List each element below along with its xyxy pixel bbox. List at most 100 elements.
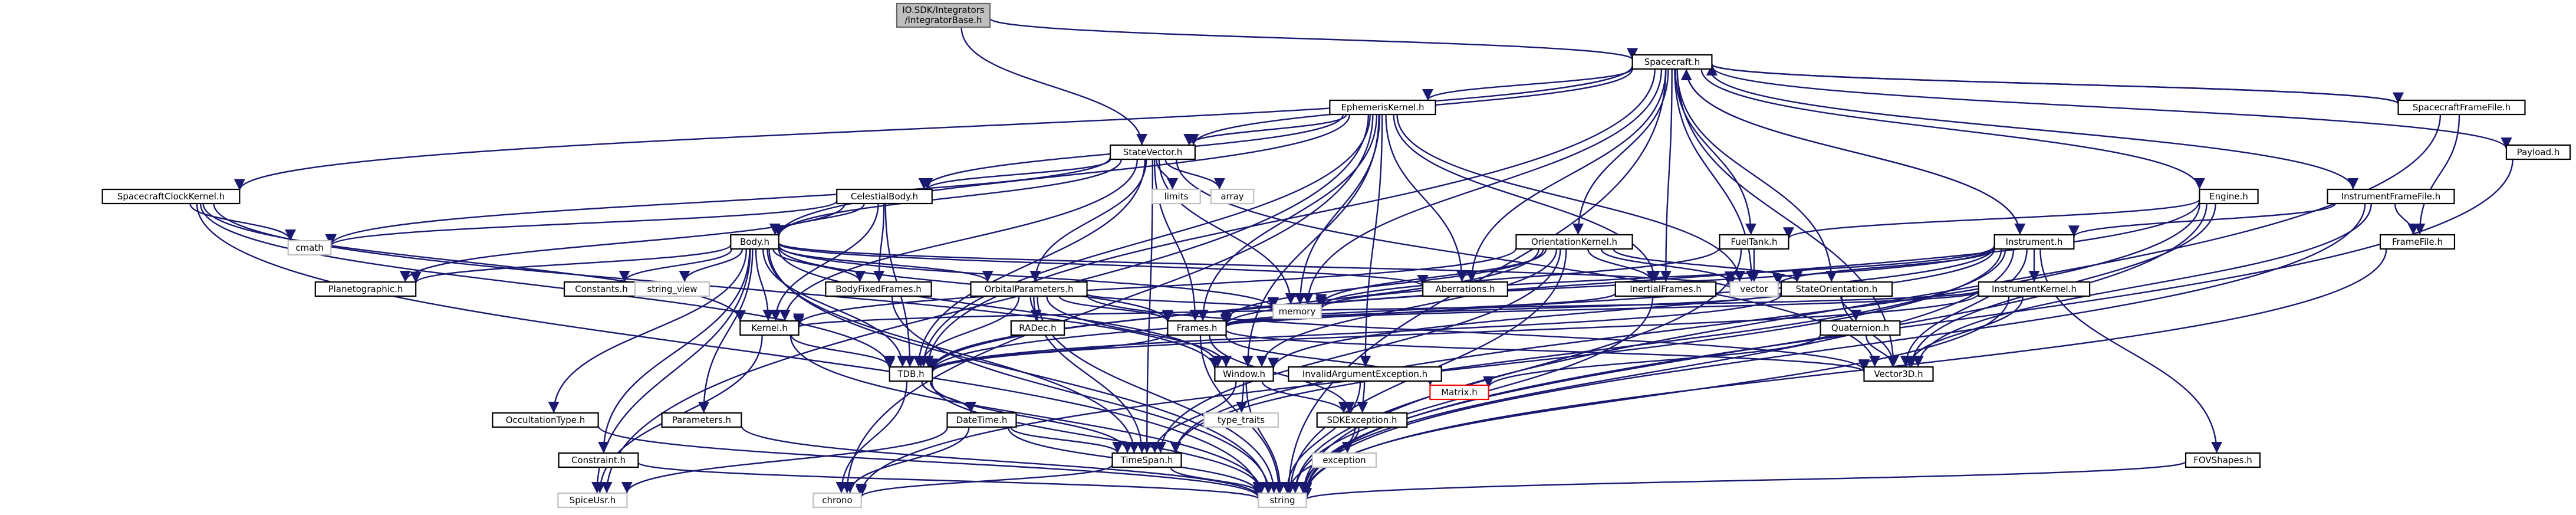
node-label: OccultationType.h [506, 415, 585, 425]
node-constants-h[interactable]: Constants.h [563, 281, 640, 297]
edge-n1-n22 [1674, 68, 1757, 235]
node-label: Spacecraft.h [1644, 57, 1700, 67]
node-box [492, 412, 599, 428]
edge-n19-n21 [1600, 248, 1736, 283]
node-frames-h[interactable]: Frames.h [1167, 320, 1227, 336]
edge-n28-n41 [1281, 380, 1361, 494]
node-celestialbody-h[interactable]: CelestialBody.h [836, 188, 933, 205]
node-label: InstrumentKernel.h [1992, 284, 2077, 294]
node-box [1422, 281, 1508, 297]
edge-n4-n41 [196, 203, 1264, 494]
node-constraint-h[interactable]: Constraint.h [558, 452, 639, 468]
edge-n2-n26 [917, 114, 1371, 368]
edge-n6-n12 [679, 248, 743, 283]
node-layer: IO.SDK/Integrators/IntegratorBase.hSpace… [101, 2, 2571, 509]
node-chrono: chrono [812, 492, 862, 509]
edge-n27-n29 [1261, 380, 1350, 414]
node-io-sdk-integrators-integratorbase-h[interactable]: IO.SDK/Integrators/IntegratorBase.h [896, 2, 991, 28]
node-label: TDB.h [897, 369, 924, 379]
node-box [1214, 366, 1274, 382]
node-aberrations-h[interactable]: Aberrations.h [1422, 281, 1508, 297]
node-box [812, 492, 862, 509]
node-bodyfixedframes-h[interactable]: BodyFixedFrames.h [825, 281, 932, 297]
node-box [287, 240, 332, 256]
node-stateorientation-h[interactable]: StateOrientation.h [1780, 281, 1893, 297]
node-label: SpacecraftClockKernel.h [117, 191, 225, 202]
node-box [1429, 384, 1489, 401]
edge-n1-n20 [1660, 68, 1673, 283]
node-label: InertialFrames.h [1630, 284, 1702, 294]
edge-n2-n27 [1242, 114, 1380, 368]
node-box [2379, 234, 2456, 250]
node-tdb-h[interactable]: TDB.h [889, 366, 933, 382]
node-label: Parameters.h [672, 415, 731, 425]
node-timespan-h[interactable]: TimeSpan.h [1111, 452, 1182, 468]
node-spacecraftframefile-h[interactable]: SpacecraftFrameFile.h [2397, 99, 2526, 116]
edge-n42-n26 [926, 200, 2200, 372]
edge-n2-n21 [1396, 114, 1745, 283]
node-label: SDKException.h [1327, 415, 1397, 425]
edge-n5-n13 [873, 203, 885, 283]
node-quaternion-h[interactable]: Quaternion.h [1820, 320, 1901, 336]
node-box [1780, 281, 1893, 297]
edge-n26-n41 [931, 380, 1268, 494]
node-kernel-h[interactable]: Kernel.h [739, 320, 800, 336]
edge-n43-n21 [1772, 248, 1995, 286]
node-label: string_view [647, 284, 697, 295]
node-engine-h[interactable]: Engine.h [2199, 188, 2259, 205]
edge-n43-n41 [1297, 248, 2015, 494]
node-fovshapes-h[interactable]: FOVShapes.h [2184, 452, 2261, 468]
node-ephemeriskernel-h[interactable]: EphemerisKernel.h [1329, 99, 1436, 116]
edge-n46-n47 [2394, 203, 2419, 235]
node-fueltank-h[interactable]: FuelTank.h [1719, 234, 1789, 250]
node-label: TimeSpan.h [1120, 455, 1173, 465]
node-box [1329, 99, 1436, 116]
edge-n1-n23 [1676, 68, 1837, 283]
node-instrumentkernel-h[interactable]: InstrumentKernel.h [1978, 281, 2091, 297]
node-orbitalparameters-h[interactable]: OrbitalParameters.h [970, 281, 1088, 297]
node-statevector-h[interactable]: StateVector.h [1110, 144, 1196, 160]
node-invalidargumentexception-h[interactable]: InvalidArgumentException.h [1288, 366, 1442, 382]
node-vector3d-h[interactable]: Vector3D.h [1863, 366, 1934, 382]
node-label: DateTime.h [956, 415, 1008, 425]
node-parameters-h[interactable]: Parameters.h [661, 412, 742, 428]
node-label: OrbitalParameters.h [984, 284, 1073, 294]
node-inertialframes-h[interactable]: InertialFrames.h [1614, 281, 1717, 297]
node-type-traits: type_traits [1203, 412, 1279, 428]
edge-n3-n16 [1153, 159, 1201, 322]
edge-n19-n17 [1315, 248, 1547, 306]
edge-n48-n1 [1706, 63, 2399, 104]
edge-n33-n41 [741, 425, 1264, 497]
node-box [2327, 188, 2455, 205]
node-radec-h[interactable]: RADec.h [1010, 320, 1065, 336]
edge-n22-n17 [1315, 247, 1720, 309]
node-framefile-h[interactable]: FrameFile.h [2379, 234, 2456, 250]
node-occultationtype-h[interactable]: OccultationType.h [492, 412, 599, 428]
node-body-h[interactable]: Body.h [730, 234, 779, 250]
node-label: Engine.h [2209, 191, 2248, 202]
node-box [946, 412, 1017, 428]
node-matrix-h[interactable]: Matrix.h [1429, 384, 1489, 401]
node-spacecraft-h[interactable]: Spacecraft.h [1631, 54, 1713, 70]
edge-n1-n18 [1466, 68, 1667, 283]
node-payload-h[interactable]: Payload.h [2505, 144, 2571, 160]
node-spacecraftclockkernel-h[interactable]: SpacecraftClockKernel.h [101, 188, 241, 205]
node-planetographic-h[interactable]: Planetographic.h [314, 281, 417, 297]
node-label: InstrumentFrameFile.h [2341, 191, 2441, 202]
node-orientationkernel-h[interactable]: OrientationKernel.h [1515, 234, 1633, 250]
node-sdkexception-h[interactable]: SDKException.h [1316, 412, 1408, 428]
node-datetime-h[interactable]: DateTime.h [946, 412, 1017, 428]
node-window-h[interactable]: Window.h [1214, 366, 1274, 382]
node-box [1152, 188, 1201, 205]
node-cmath: cmath [287, 240, 332, 256]
node-box [1515, 234, 1633, 250]
edge-n47-n41 [1301, 248, 2387, 495]
edge-n1-n46 [1709, 68, 2359, 190]
node-label: cmath [295, 242, 323, 253]
node-instrumentframefile-h[interactable]: InstrumentFrameFile.h [2327, 188, 2455, 205]
node-instrument-h[interactable]: Instrument.h [1993, 234, 2075, 250]
node-label: Matrix.h [1441, 387, 1478, 398]
edge-n2-n3 [1183, 114, 1347, 146]
edge-n6-n34 [598, 248, 751, 454]
